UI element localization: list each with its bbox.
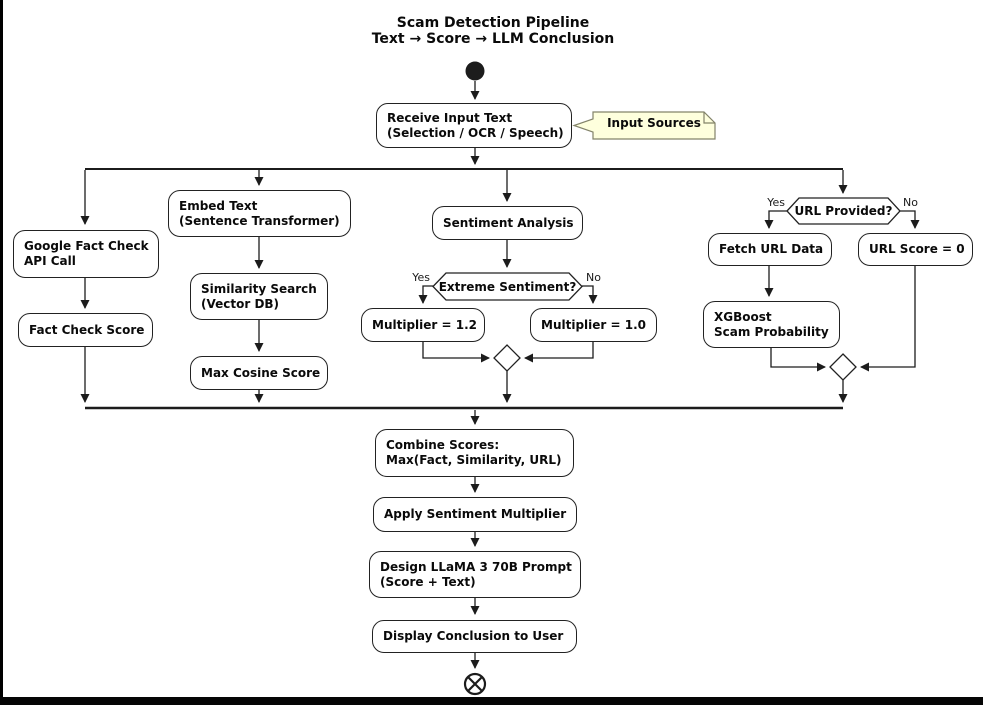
start-node xyxy=(465,61,485,81)
activity-multiplier-1-2: Multiplier = 1.2 xyxy=(361,308,485,342)
activity-embed-text: Embed Text (Sentence Transformer) xyxy=(168,190,351,237)
activity-design-llama-prompt: Design LLaMA 3 70B Prompt (Score + Text) xyxy=(369,551,581,598)
activity-url-score-zero: URL Score = 0 xyxy=(858,233,973,266)
activity-fact-check-score: Fact Check Score xyxy=(18,313,153,347)
decision-url-provided: URL Provided? xyxy=(794,204,893,218)
edge-label-url-yes: Yes xyxy=(767,196,785,209)
note-input-sources: Input Sources xyxy=(607,116,701,130)
activity-display-conclusion: Display Conclusion to User xyxy=(372,620,577,653)
decision-extreme-sentiment: Extreme Sentiment? xyxy=(438,279,577,294)
diagram-title: Scam Detection Pipeline Text → Score → L… xyxy=(371,15,615,47)
note-shape xyxy=(572,111,716,140)
window-border-left xyxy=(0,0,3,705)
edge-label-extreme-yes: Yes xyxy=(412,271,430,284)
activity-max-cosine-score: Max Cosine Score xyxy=(190,356,328,390)
activity-similarity-search: Similarity Search (Vector DB) xyxy=(190,273,328,320)
activity-apply-sentiment-multiplier: Apply Sentiment Multiplier xyxy=(373,497,577,532)
end-node xyxy=(463,672,487,696)
activity-sentiment-analysis: Sentiment Analysis xyxy=(432,206,583,240)
decision-hexagons xyxy=(432,197,901,301)
activity-xgboost-scam-probability: XGBoost Scam Probability xyxy=(703,301,840,348)
merge-diamonds xyxy=(493,344,857,381)
flow-arrows xyxy=(80,81,920,669)
edge-label-url-no: No xyxy=(903,196,918,209)
activity-combine-scores: Combine Scores: Max(Fact, Similarity, UR… xyxy=(375,429,574,477)
merge-diamond-url xyxy=(829,353,857,381)
edge-label-extreme-no: No xyxy=(586,271,601,284)
decision-url-provided-shape xyxy=(786,197,901,225)
activity-google-fact-check: Google Fact Check API Call xyxy=(13,230,159,278)
merge-diamond-sentiment xyxy=(493,344,521,372)
activity-receive-input: Receive Input Text (Selection / OCR / Sp… xyxy=(376,103,572,148)
decision-extreme-sentiment-shape xyxy=(432,272,583,301)
activity-multiplier-1-0: Multiplier = 1.0 xyxy=(530,308,657,342)
window-border-bottom xyxy=(0,697,983,705)
activity-fetch-url-data: Fetch URL Data xyxy=(708,233,832,266)
